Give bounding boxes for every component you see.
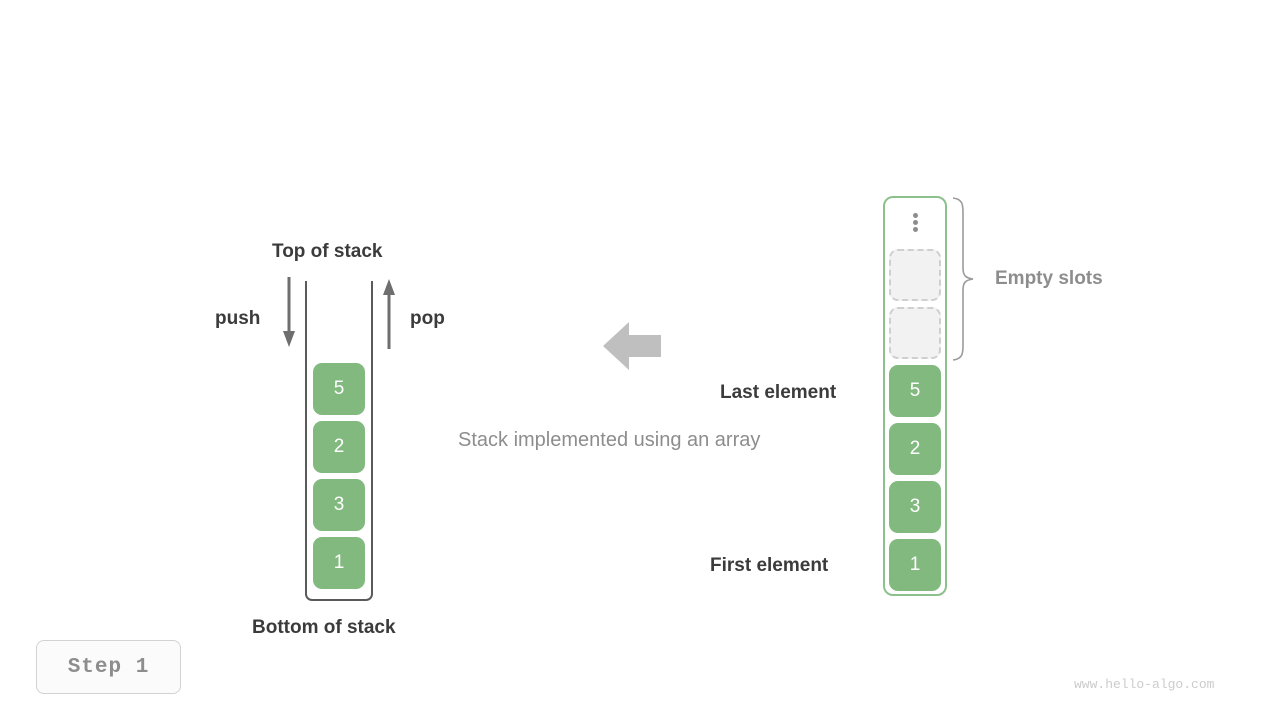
bottom-of-stack-label: Bottom of stack (252, 617, 396, 638)
arrow-left-icon (603, 322, 661, 370)
push-label: push (215, 308, 261, 329)
array-element: 1 (889, 539, 941, 591)
empty-slots-label: Empty slots (995, 268, 1103, 289)
step-badge: Step 1 (36, 640, 181, 694)
watermark: www.hello-algo.com (1074, 677, 1215, 692)
curly-brace-icon (952, 197, 974, 361)
stack-element: 1 (313, 537, 365, 589)
top-of-stack-label: Top of stack (272, 241, 383, 262)
arrow-up-icon (383, 279, 395, 349)
array-element: 5 (889, 365, 941, 417)
arrow-down-icon (283, 277, 295, 347)
array-element: 2 (889, 423, 941, 475)
empty-slot (889, 249, 941, 301)
array-element: 3 (889, 481, 941, 533)
empty-slot (889, 307, 941, 359)
last-element-label: Last element (720, 382, 837, 403)
array-slot-list: 5 2 3 1 (889, 249, 941, 591)
diagram-caption: Stack implemented using an array (458, 429, 761, 451)
stack-element: 5 (313, 363, 365, 415)
vertical-ellipsis-icon (883, 196, 947, 248)
stack-element: 2 (313, 421, 365, 473)
pop-label: pop (410, 308, 445, 329)
stack-element: 3 (313, 479, 365, 531)
stack-element-list: 5 2 3 1 (313, 363, 365, 589)
first-element-label: First element (710, 555, 829, 576)
